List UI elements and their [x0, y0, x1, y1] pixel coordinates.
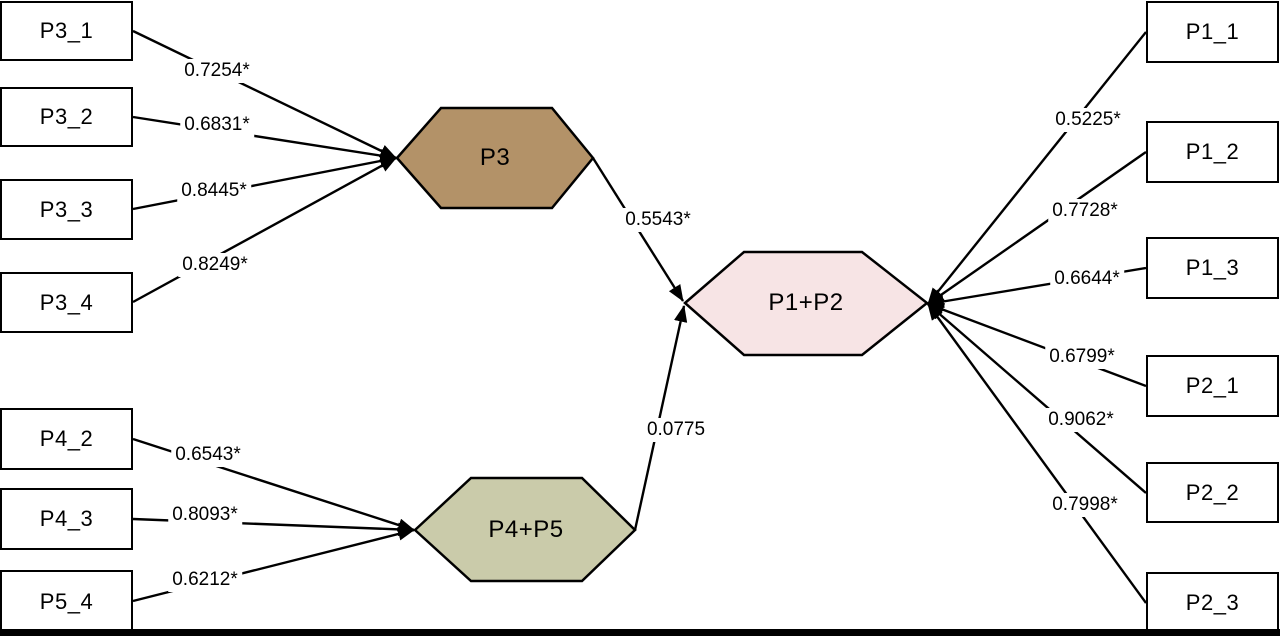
loading-p3-4: 0.8249* [178, 253, 252, 277]
indicator-box-p3-3: P3_3 [0, 179, 133, 240]
path-coefficient-p3-to-p1p2: 0.5543* [621, 208, 695, 232]
indicator-label: P5_4 [39, 588, 94, 614]
loading-p4-3: 0.8093* [168, 503, 242, 527]
latent-p3-label: P3 [479, 144, 511, 171]
latent-p4p5-label: P4+P5 [488, 516, 564, 543]
loading-p2-2: 0.9062* [1044, 408, 1118, 432]
indicator-label: P2_1 [1185, 373, 1240, 398]
bottom-border-bar [0, 629, 1280, 636]
indicator-label: P3_1 [39, 18, 94, 43]
indicator-label: P3_4 [39, 289, 94, 315]
loading-p1-1: 0.5225* [1051, 108, 1125, 132]
indicator-box-p1-2: P1_2 [1146, 121, 1279, 183]
indicator-box-p4-2: P4_2 [0, 408, 133, 470]
latent-p3-hexagon [395, 106, 595, 210]
indicator-box-p2-3: P2_3 [1146, 572, 1279, 634]
indicator-box-p4-3: P4_3 [0, 488, 133, 550]
indicator-box-p2-2: P2_2 [1146, 462, 1279, 523]
edge-p3-1 [132, 29, 397, 160]
edge-p3-2 [132, 115, 397, 163]
indicator-box-p3-1: P3_1 [0, 1, 133, 61]
edge-p3-4 [132, 156, 397, 304]
indicator-label: P1_1 [1185, 19, 1240, 44]
indicator-label: P3_3 [39, 196, 94, 222]
edges [132, 29, 1147, 604]
indicator-box-p1-3: P1_3 [1146, 237, 1279, 299]
latent-p1p2-hexagon [683, 250, 930, 357]
edge-p1-2 [927, 151, 1147, 305]
indicator-box-p3-4: P3_4 [0, 272, 133, 333]
loading-p3-3: 0.8445* [177, 179, 251, 203]
indicator-box-p3-2: P3_2 [0, 87, 133, 147]
loading-p4-2: 0.6543* [171, 443, 245, 467]
indicator-label: P4_2 [39, 426, 94, 451]
loading-p5-4: 0.6212* [168, 568, 242, 592]
indicator-label: P3_2 [39, 104, 94, 129]
latent-p1p2-label: P1+P2 [768, 289, 844, 316]
loading-p3-2: 0.6831* [180, 113, 254, 137]
loading-p3-1: 0.7254* [180, 59, 254, 83]
indicator-label: P1_3 [1185, 255, 1240, 280]
path-coefficient-p4p5-to-p1p2: 0.0775 [642, 418, 710, 442]
indicator-label: P2_3 [1185, 590, 1240, 615]
loading-p2-1: 0.6799* [1045, 345, 1119, 369]
indicator-box-p1-1: P1_1 [1146, 1, 1279, 63]
loading-p1-2: 0.7728* [1048, 199, 1122, 223]
edge-p1-1 [927, 31, 1147, 305]
loading-p1-3: 0.6644* [1050, 267, 1124, 291]
loading-p2-3: 0.7998* [1048, 493, 1122, 517]
edge-p2-2 [927, 303, 1147, 494]
indicator-label: P1_2 [1185, 139, 1240, 164]
edge-p2-3 [927, 303, 1147, 604]
indicator-label: P2_2 [1185, 479, 1240, 505]
indicator-box-p2-1: P2_1 [1146, 355, 1279, 417]
latent-p4p5-hexagon [413, 476, 637, 583]
indicator-box-p5-4: P5_4 [0, 570, 133, 633]
indicator-label: P4_3 [39, 506, 94, 531]
edge-p3-3 [132, 154, 397, 211]
edge-p2-1 [927, 302, 1147, 388]
